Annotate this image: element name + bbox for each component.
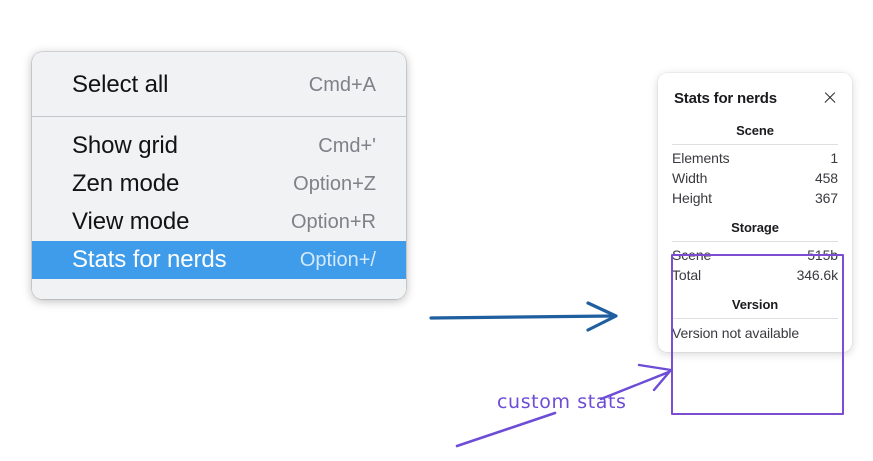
stat-row-width: Width 458 [672, 168, 838, 188]
menu-item-select-all[interactable]: Select all Cmd+A [32, 66, 406, 104]
stats-panel-body: Scene Elements 1 Width 458 Height 367 St… [658, 111, 852, 342]
menu-footer-spacer [32, 279, 406, 299]
menu-item-shortcut: Cmd+A [308, 73, 376, 96]
menu-item-shortcut: Option+R [290, 210, 376, 233]
menu-group-view: Show grid Cmd+' Zen mode Option+Z View m… [32, 117, 406, 279]
section-heading-storage: Storage [731, 220, 779, 235]
menu-item-zen-mode[interactable]: Zen mode Option+Z [32, 165, 406, 203]
section-heading-version: Version [731, 297, 779, 312]
close-icon[interactable] [822, 90, 838, 106]
stat-value: 1 [830, 150, 838, 166]
section-divider [672, 144, 838, 145]
menu-item-label: Select all [72, 71, 169, 98]
menu-to-panel-arrow [429, 301, 618, 332]
menu-item-label: Stats for nerds [72, 246, 227, 273]
section-heading-scene: Scene [736, 123, 774, 138]
stats-for-nerds-panel: Stats for nerds Scene Elements 1 Width 4… [658, 73, 852, 352]
stat-value: 458 [814, 170, 838, 186]
stat-row-storage-total: Total 346.6k [672, 265, 838, 285]
stat-value: 346.6k [796, 267, 839, 283]
stats-panel-title: Stats for nerds [674, 89, 777, 107]
stat-key: Elements [672, 150, 730, 166]
section-divider [672, 241, 838, 242]
stat-key: Scene [672, 247, 712, 263]
menu-item-label: Zen mode [72, 170, 180, 197]
custom-stats-underline-stroke [455, 411, 557, 448]
custom-stats-callout-label: custom stats [497, 391, 627, 413]
menu-item-shortcut: Option+/ [299, 248, 376, 271]
menu-item-label: View mode [72, 208, 190, 235]
section-divider [672, 318, 838, 319]
menu-item-shortcut: Option+Z [293, 172, 376, 195]
version-status-text: Version not available [672, 325, 800, 341]
menu-group-primary: Select all Cmd+A [32, 52, 406, 116]
stat-key: Height [672, 190, 712, 206]
menu-item-shortcut: Cmd+' [318, 134, 376, 157]
stat-key: Total [672, 267, 702, 283]
stats-panel-header: Stats for nerds [658, 85, 852, 111]
menu-item-show-grid[interactable]: Show grid Cmd+' [32, 127, 406, 165]
stat-row-elements: Elements 1 [672, 148, 838, 168]
context-menu[interactable]: Select all Cmd+A Show grid Cmd+' Zen mod… [32, 52, 406, 299]
stat-value: 367 [814, 190, 838, 206]
menu-separator [32, 116, 406, 117]
menu-item-label: Show grid [72, 132, 178, 159]
menu-item-view-mode[interactable]: View mode Option+R [32, 203, 406, 241]
menu-item-stats-for-nerds[interactable]: Stats for nerds Option+/ [32, 241, 406, 279]
stat-row-storage-scene: Scene 515b [672, 245, 838, 265]
stat-row-height: Height 367 [672, 188, 838, 208]
stat-value: 515b [807, 247, 838, 263]
stat-key: Width [672, 170, 708, 186]
